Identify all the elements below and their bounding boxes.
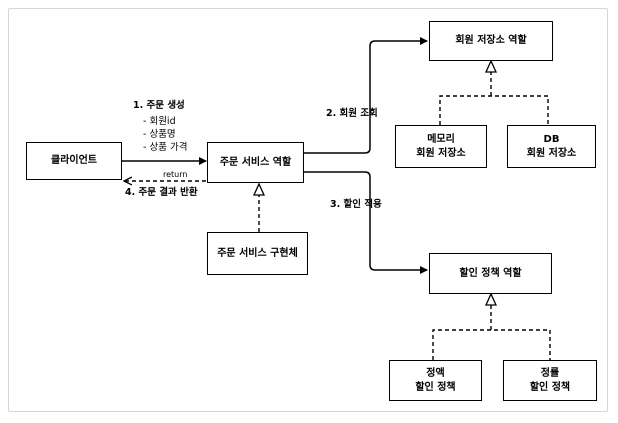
create-order-param-product-price: - 상품 가격 xyxy=(143,142,188,153)
member-repo-role-label: 회원 저장소 역할 xyxy=(455,35,527,46)
client-label: 클라이언트 xyxy=(51,155,97,166)
return-label: 4. 주문 결과 반환 xyxy=(125,187,198,198)
create-order-label: 1. 주문 생성 xyxy=(133,100,185,111)
order-service-role-box[interactable]: 주문 서비스 역할 xyxy=(207,142,304,183)
discount-policy-role-label: 할인 정책 역할 xyxy=(459,267,522,279)
return-small-label: return xyxy=(163,170,188,179)
create-order-param-member-id: - 회원id xyxy=(143,116,176,127)
order-service-role-label: 주문 서비스 역할 xyxy=(219,156,292,168)
order-impl-triangle xyxy=(252,182,266,196)
discount-realization xyxy=(432,329,551,360)
member-lookup-arrow xyxy=(304,37,428,154)
order-service-impl-label: 주문 서비스 구현체 xyxy=(217,247,298,259)
create-order-param-product-name: - 상품명 xyxy=(143,129,176,140)
member-lookup-label: 2. 회원 조회 xyxy=(326,108,378,119)
apply-discount-arrow xyxy=(304,171,428,274)
db-repo-line1: DB xyxy=(543,133,560,145)
memory-repo-realization xyxy=(439,95,549,125)
db-repo-box[interactable]: DB 회원 저장소 xyxy=(507,125,596,168)
diagram-frame xyxy=(8,8,608,412)
db-repo-line2: 회원 저장소 xyxy=(526,147,577,159)
rate-discount-line2: 할인 정책 xyxy=(529,381,571,393)
fixed-discount-box[interactable]: 정액 할인 정책 xyxy=(389,360,482,401)
memory-repo-line2: 회원 저장소 xyxy=(416,147,466,159)
fixed-discount-line2: 할인 정책 xyxy=(415,381,456,393)
rate-discount-line1: 정률 xyxy=(540,367,560,379)
apply-discount-label: 3. 할인 적용 xyxy=(330,199,382,210)
fixed-discount-line1: 정액 xyxy=(426,367,445,379)
member-repo-role-box[interactable]: 회원 저장소 역할 xyxy=(429,21,553,61)
order-service-impl-box[interactable]: 주문 서비스 구현체 xyxy=(207,232,308,275)
member-repo-triangle xyxy=(484,59,498,73)
client-box[interactable]: 클라이언트 xyxy=(26,142,122,180)
memory-repo-line1: 메모리 xyxy=(427,133,455,145)
discount-policy-role-box[interactable]: 할인 정책 역할 xyxy=(429,253,552,294)
rate-discount-box[interactable]: 정률 할인 정책 xyxy=(503,360,597,401)
memory-repo-box[interactable]: 메모리 회원 저장소 xyxy=(395,125,487,168)
discount-role-triangle xyxy=(484,292,498,306)
